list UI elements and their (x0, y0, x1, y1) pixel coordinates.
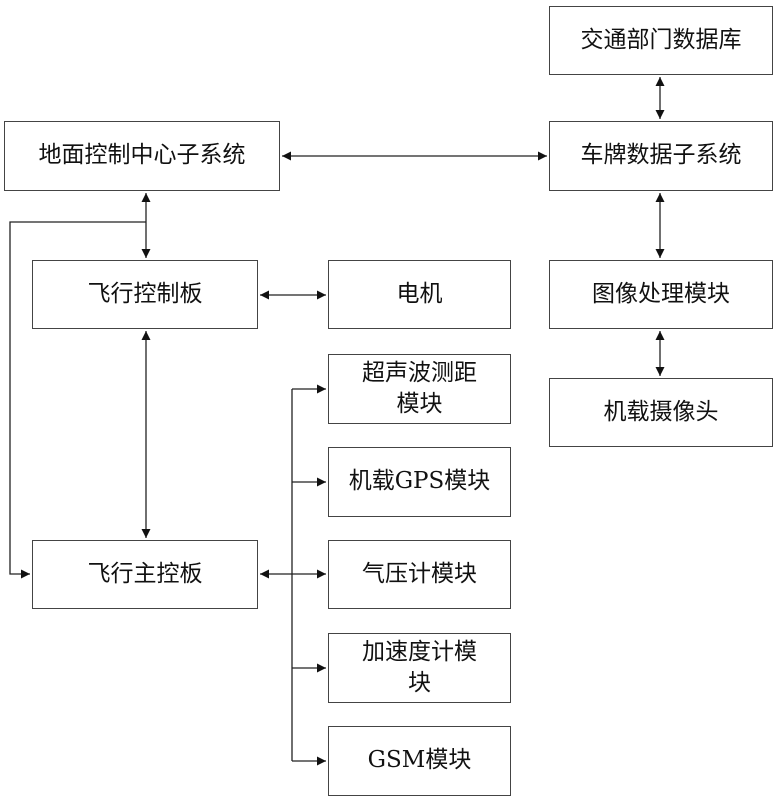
ground-control-subsystem-box: 地面控制中心子系统 (4, 121, 280, 191)
flight-control-board-label: 飞行控制板 (87, 280, 203, 307)
gsm-module-label: GSM模块 (367, 747, 472, 774)
ultrasonic-ranging-label-line1: 超声波测距 (362, 359, 477, 386)
license-plate-subsystem-box: 车牌数据子系统 (549, 121, 773, 191)
image-processing-module-box: 图像处理模块 (549, 260, 773, 329)
flight-control-board-box: 飞行控制板 (32, 260, 258, 329)
flight-main-board-label: 飞行主控板 (87, 560, 203, 587)
gsm-module-box: GSM模块 (328, 726, 511, 796)
accelerometer-label-line2: 块 (408, 670, 431, 696)
flight-main-board-box: 飞行主控板 (32, 540, 258, 609)
ultrasonic-ranging-label-line2: 模块 (396, 391, 443, 417)
barometer-module-label: 气压计模块 (362, 560, 477, 587)
ultrasonic-ranging-module-box: 超声波测距 模块 (328, 354, 511, 424)
gps-module-box: 机载GPS模块 (328, 447, 511, 517)
accelerometer-label-line1: 加速度计模 (362, 638, 477, 665)
barometer-module-box: 气压计模块 (328, 540, 511, 609)
gps-module-label: 机载GPS模块 (348, 468, 491, 495)
motor-label: 电机 (396, 280, 443, 307)
arrow-ground-fmb-loop (9, 221, 146, 579)
accelerometer-module-box: 加速度计模 块 (328, 633, 511, 703)
image-processing-module-label: 图像处理模块 (592, 280, 730, 307)
onboard-camera-label: 机载摄像头 (603, 398, 719, 425)
ground-control-subsystem-label: 地面控制中心子系统 (38, 142, 246, 169)
onboard-camera-box: 机载摄像头 (549, 378, 773, 447)
motor-box: 电机 (328, 260, 511, 329)
traffic-department-database-box: 交通部门数据库 (549, 6, 773, 75)
traffic-department-database-label: 交通部门数据库 (580, 26, 742, 53)
license-plate-subsystem-label: 车牌数据子系统 (580, 142, 742, 169)
